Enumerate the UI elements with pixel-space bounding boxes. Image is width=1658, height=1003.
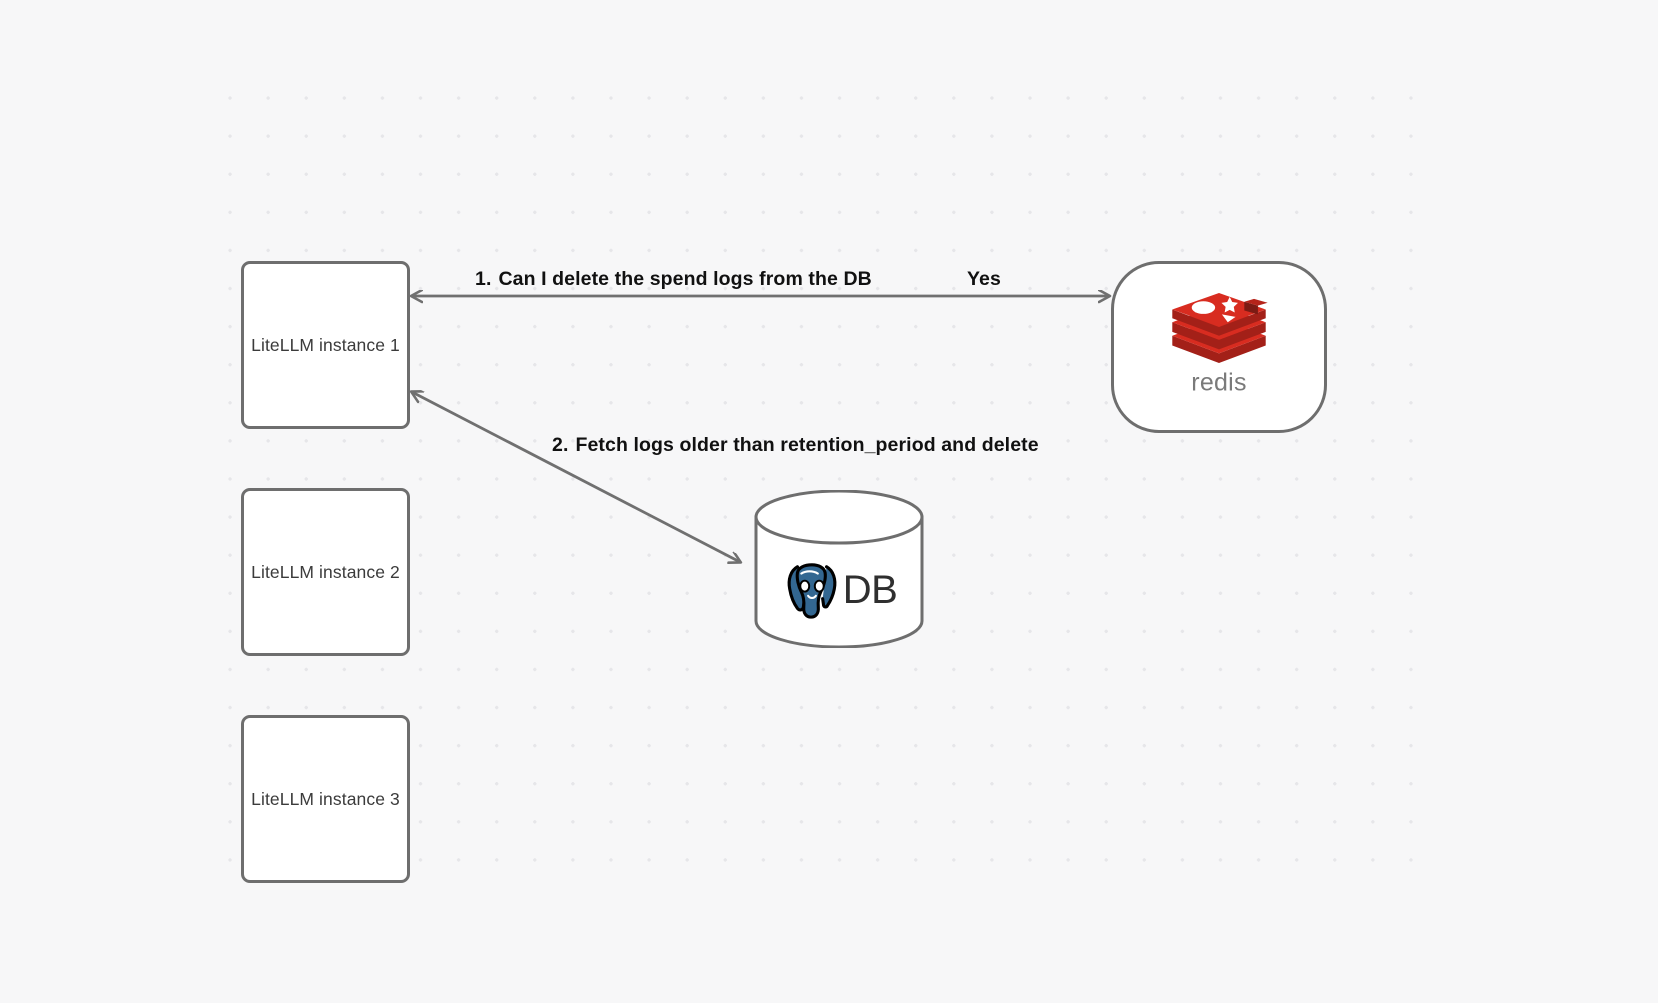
node-litellm-instance-1-label: LiteLLM instance 1 xyxy=(251,334,400,355)
database-label: DB xyxy=(842,567,898,612)
cylinder-shape xyxy=(754,490,924,648)
edge-db-litellm1 xyxy=(412,392,740,562)
edge-label-step-2: 2. Fetch logs older than retention_period… xyxy=(552,434,1039,457)
postgresql-elephant-icon xyxy=(787,563,837,619)
database-logo-and-label: DB xyxy=(753,544,925,636)
node-litellm-instance-3-label: LiteLLM instance 3 xyxy=(251,788,400,809)
node-redis[interactable]: redis xyxy=(1111,261,1327,433)
node-litellm-instance-2-label: LiteLLM instance 2 xyxy=(251,561,400,582)
node-litellm-instance-3[interactable]: LiteLLM instance 3 xyxy=(241,715,410,883)
edge-label-yes: Yes xyxy=(967,268,1001,291)
edge-label-step-2-text: Fetch logs older than retention_period a… xyxy=(575,434,1039,456)
node-database[interactable]: DB xyxy=(753,490,925,648)
redis-wordmark: redis xyxy=(1191,369,1246,397)
edge-label-step-2-number: 2. xyxy=(552,434,569,456)
svg-text:redis: redis xyxy=(1191,369,1246,397)
edge-label-step-1-text: Can I delete the spend logs from the DB xyxy=(498,268,872,290)
edge-label-step-1-number: 1. xyxy=(475,268,492,290)
node-litellm-instance-1[interactable]: LiteLLM instance 1 xyxy=(241,261,410,429)
edge-label-yes-text: Yes xyxy=(967,268,1001,290)
node-litellm-instance-2[interactable]: LiteLLM instance 2 xyxy=(241,488,410,656)
redis-logo-icon: redis xyxy=(1165,291,1273,403)
edge-label-step-1: 1. Can I delete the spend logs from the D… xyxy=(475,268,872,291)
